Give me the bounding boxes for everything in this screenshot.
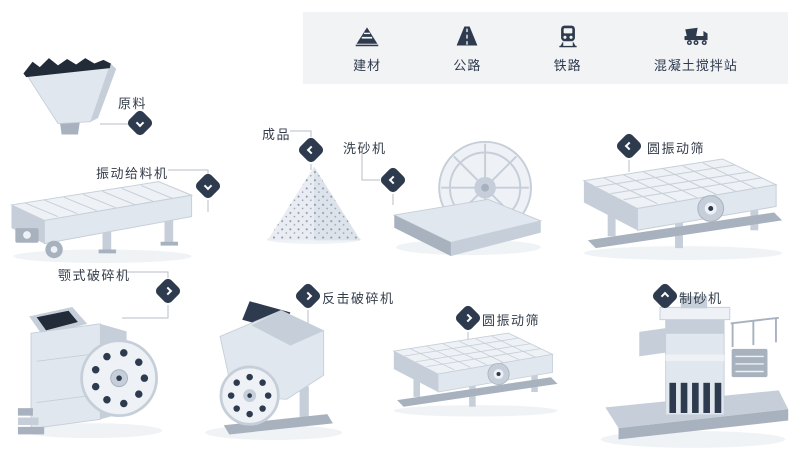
flow-direction-badge xyxy=(125,108,155,138)
jaw-crusher-illustration xyxy=(17,306,163,439)
chevron-icon xyxy=(388,175,398,185)
node-label: 原料 xyxy=(118,97,148,112)
concrete-mixing-station-icon xyxy=(684,27,708,45)
railway-icon xyxy=(558,25,577,47)
header-item-label: 铁路 xyxy=(553,58,582,74)
sand-pile-illustration xyxy=(266,166,362,244)
node-label: 反击破碎机 xyxy=(322,292,395,307)
vibrating-feeder-illustration xyxy=(9,181,194,264)
chevron-icon xyxy=(306,145,316,155)
node-label: 振动给料机 xyxy=(96,167,169,182)
chevron-icon xyxy=(303,291,313,301)
header-item-concrete-mixing-station: 混凝土搅拌站 xyxy=(654,23,738,74)
header-item-label: 混凝土搅拌站 xyxy=(653,58,738,74)
chevron-icon xyxy=(135,118,145,128)
highway-icon xyxy=(456,25,478,46)
node-label: 制砂机 xyxy=(679,292,723,307)
node-label: 圆振动筛 xyxy=(482,314,541,329)
chevron-icon xyxy=(163,286,173,296)
impact-crusher-illustration xyxy=(205,301,343,440)
chevron-icon xyxy=(660,291,670,301)
chevron-icon xyxy=(463,313,473,323)
vibrating-screen-illustration xyxy=(582,158,783,261)
vibrating-screen-illustration xyxy=(392,332,558,417)
hopper-illustration xyxy=(23,58,117,135)
header-item-building-materials: 建材 xyxy=(353,23,381,74)
node-label: 成品 xyxy=(262,128,292,143)
header-item-highway: 公路 xyxy=(453,23,481,74)
node-label: 洗砂机 xyxy=(343,142,387,157)
node-label: 颚式破碎机 xyxy=(58,269,131,284)
chevron-icon xyxy=(203,181,213,191)
building-materials-icon xyxy=(355,26,379,46)
header-item-label: 公路 xyxy=(453,58,482,74)
header-item-label: 建材 xyxy=(353,58,382,74)
bucket-wheel-washer-illustration xyxy=(392,140,543,257)
chevron-icon xyxy=(624,141,634,151)
node-label: 圆振动筛 xyxy=(647,142,706,157)
vertical-shaft-sand-maker-illustration xyxy=(600,296,789,448)
header-item-railway: 铁路 xyxy=(554,23,582,74)
application-header: 建材 公路 铁路 xyxy=(303,12,788,84)
